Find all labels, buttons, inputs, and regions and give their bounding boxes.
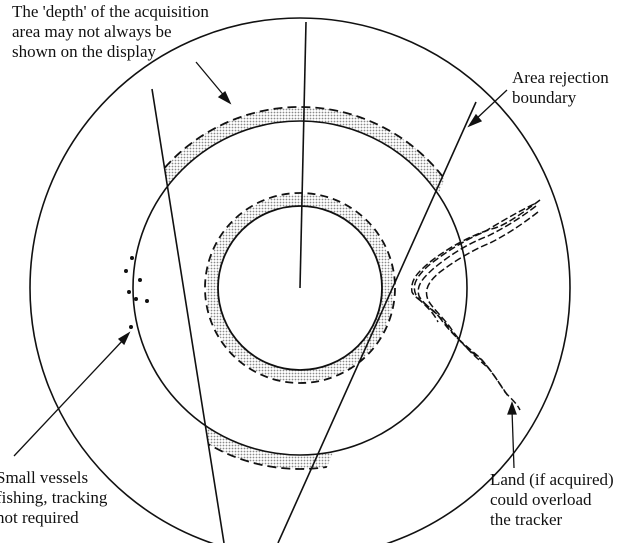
small-vessels — [124, 256, 149, 329]
land-line-1: Land (if acquired) — [490, 470, 614, 489]
callout-arrows — [13, 61, 517, 469]
inner-guard-zone — [204, 192, 396, 384]
land-echo — [410, 199, 541, 411]
area-rejection-label: Area rejection boundary — [512, 68, 609, 108]
land-label: Land (if acquired) could overload the tr… — [490, 470, 614, 530]
small-vessels-line-1: Small vessels — [0, 468, 89, 487]
depth-note-line-1: The 'depth' of the acquisition — [12, 2, 209, 21]
outer-range-ring — [29, 17, 571, 543]
heading-marker-line — [299, 21, 307, 289]
right-sector-boundary — [277, 101, 477, 543]
area-rejection-line-2: boundary — [512, 88, 577, 107]
acquisition-range-ring — [132, 120, 468, 456]
land-line-3: the tracker — [490, 510, 563, 529]
small-vessels-line-3: not required — [0, 508, 79, 527]
depth-note-label: The 'depth' of the acquisition area may … — [12, 2, 209, 62]
area-rejection-line-1: Area rejection — [512, 68, 609, 87]
land-line-2: could overload — [490, 490, 592, 509]
small-vessels-label: Small vessels fishing, tracking not requ… — [0, 468, 107, 528]
small-vessels-line-2: fishing, tracking — [0, 488, 108, 507]
left-sector-boundary — [151, 88, 225, 543]
depth-note-line-3: shown on the display — [12, 42, 157, 61]
depth-note-line-2: area may not always be — [12, 22, 172, 41]
